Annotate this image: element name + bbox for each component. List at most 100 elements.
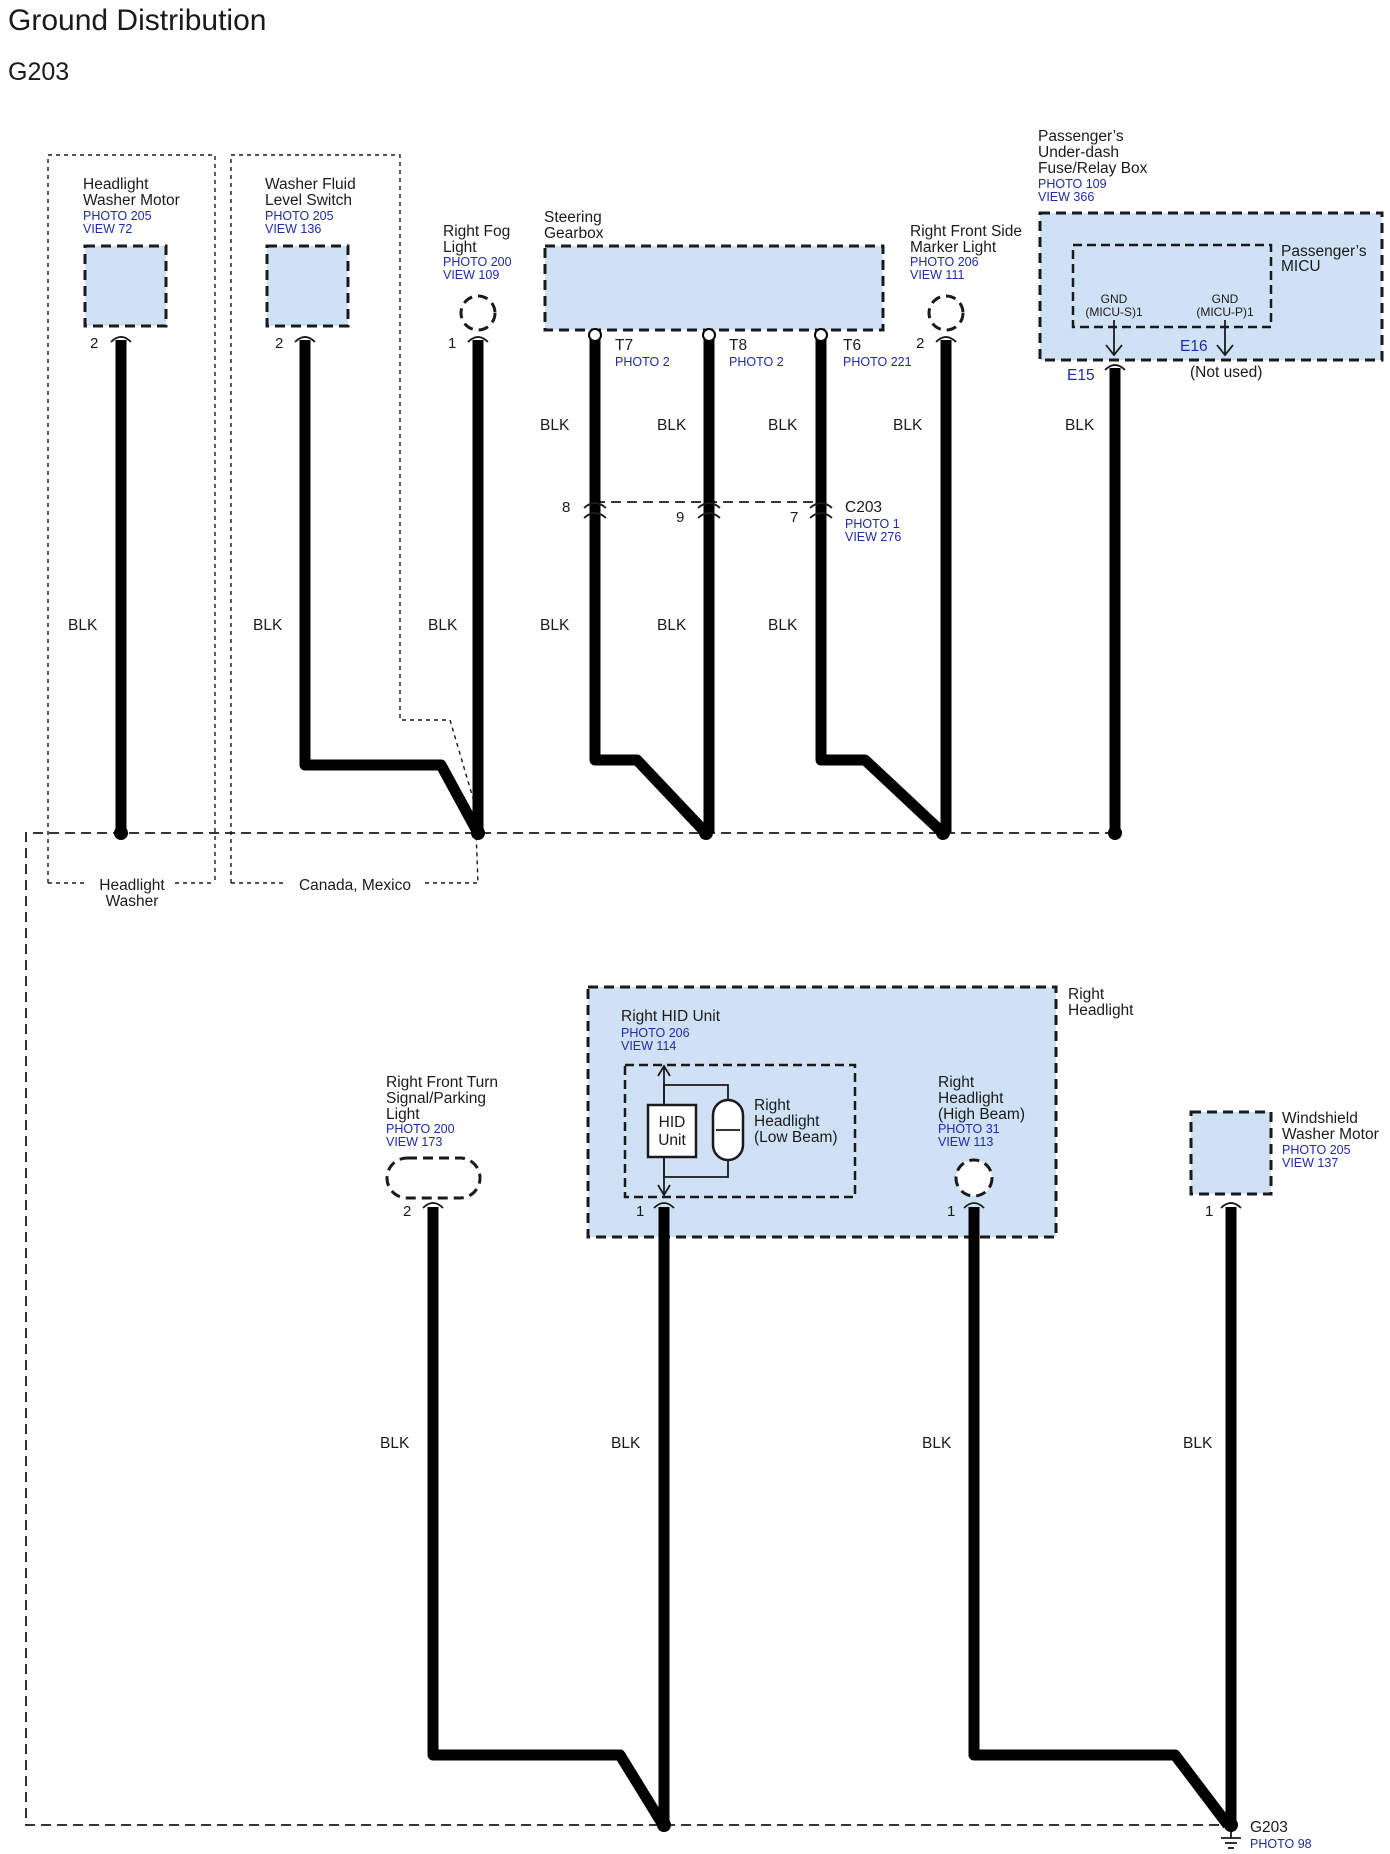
c203-connector: 8 9 7 C203 PHOTO 1 VIEW 276 xyxy=(562,499,901,544)
windshield-washer-motor: Windshield Washer Motor PHOTO 205 VIEW 1… xyxy=(1189,1110,1379,1220)
bottom-pin-caps xyxy=(422,1202,1242,1209)
turn-signal-name-3: Light xyxy=(386,1106,420,1123)
hid-box-label-1: HID xyxy=(659,1114,686,1131)
high-beam-ref-1: PHOTO 31 xyxy=(938,1122,1000,1136)
wire-label-t6-upper: BLK xyxy=(768,417,798,434)
c203-id: C203 xyxy=(845,499,882,516)
right-fog-light-pin: 1 xyxy=(448,335,456,352)
high-beam-ref-2: VIEW 113 xyxy=(938,1135,993,1149)
ground-ref: PHOTO 98 xyxy=(1250,1837,1312,1851)
side-marker-name-1: Right Front Side xyxy=(910,223,1022,240)
windshield-washer-ref-2: VIEW 137 xyxy=(1282,1156,1338,1170)
terminal-t7-ref: PHOTO 2 xyxy=(615,355,670,369)
wire-label-right-fog-light: BLK xyxy=(428,617,458,634)
low-beam-name-2: Headlight xyxy=(754,1113,820,1130)
bottom-wire-labels: BLK BLK BLK BLK xyxy=(380,1435,1213,1452)
headlight-washer-label-1: Headlight xyxy=(99,877,165,894)
headlight-washer-option-group: Headlight Washer xyxy=(47,154,216,910)
top-pin-caps xyxy=(110,328,1126,519)
wire-high-beam xyxy=(968,1207,1233,1829)
terminal-t6-ref: PHOTO 221 xyxy=(843,355,912,369)
turn-signal-ref-1: PHOTO 200 xyxy=(386,1122,455,1136)
wire-label-turn-signal: BLK xyxy=(380,1435,410,1452)
right-fog-light-body xyxy=(459,294,497,332)
wire-label-headlight-washer-motor: BLK xyxy=(68,617,98,634)
gnd-micu-p-2: (MICU-P)1 xyxy=(1196,305,1254,319)
wire-label-t7-upper: BLK xyxy=(540,417,570,434)
windshield-washer-ref-1: PHOTO 205 xyxy=(1282,1143,1351,1157)
terminal-t7: T7 xyxy=(615,337,633,354)
right-headlight-high-beam: Right Headlight (High Beam) PHOTO 31 VIE… xyxy=(938,1074,1025,1220)
c203-pin-7: 7 xyxy=(790,509,798,526)
washer-fluid-switch-name-1: Washer Fluid xyxy=(265,176,356,193)
hid-box xyxy=(646,1103,698,1159)
micu-name-2: MICU xyxy=(1281,258,1321,275)
wire-t6 xyxy=(815,335,947,838)
wire-label-side-marker: BLK xyxy=(893,417,923,434)
wire-label-hid-unit: BLK xyxy=(611,1435,641,1452)
side-marker-ref-2: VIEW 111 xyxy=(910,268,964,282)
headlight-washer-motor-pin: 2 xyxy=(90,335,98,352)
wire-washer-fluid-switch xyxy=(299,340,483,836)
c203-ref-1: PHOTO 1 xyxy=(845,517,900,531)
hid-unit-ref-1: PHOTO 206 xyxy=(621,1026,690,1040)
washer-fluid-switch-body xyxy=(265,244,350,328)
fuse-box-name-3: Fuse/Relay Box xyxy=(1038,160,1148,177)
bottom-wires xyxy=(427,1207,1237,1829)
turn-signal-pin: 2 xyxy=(403,1203,411,1220)
wire-label-high-beam: BLK xyxy=(922,1435,952,1452)
right-front-turn-signal-parking-light: Right Front Turn Signal/Parking Light PH… xyxy=(385,1074,498,1220)
steering-gearbox-name-2: Gearbox xyxy=(544,225,604,242)
steering-gearbox: Steering Gearbox T7 PHOTO 2 T8 PHOTO 2 T… xyxy=(543,209,912,369)
top-wires xyxy=(115,335,1121,838)
high-beam-body xyxy=(954,1158,994,1198)
right-front-side-marker-light: Right Front Side Marker Light PHOTO 206 … xyxy=(910,223,1022,352)
hid-unit-inner-box xyxy=(623,1063,857,1199)
hid-box-label-2: Unit xyxy=(658,1132,686,1149)
headlight-washer-motor-ref-2: VIEW 72 xyxy=(83,222,132,236)
micu-name-1: Passenger’s xyxy=(1281,243,1367,260)
wire-label-e15: BLK xyxy=(1065,417,1095,434)
high-beam-name-1: Right xyxy=(938,1074,975,1091)
side-marker-body xyxy=(927,294,965,332)
side-marker-pin: 2 xyxy=(916,335,924,352)
low-beam-name-1: Right xyxy=(754,1097,791,1114)
high-beam-name-3: (High Beam) xyxy=(938,1106,1025,1123)
top-wire-labels: BLK BLK BLK BLK BLK BLK BLK BLK BLK BLK … xyxy=(68,417,1095,634)
wire-t7 xyxy=(589,335,710,837)
right-fog-light: Right Fog Light PHOTO 200 VIEW 109 1 xyxy=(443,223,512,352)
fuse-box-ref-2: VIEW 366 xyxy=(1038,190,1094,204)
right-headlight-name-1: Right xyxy=(1068,986,1105,1003)
fuse-box-name-1: Passenger’s xyxy=(1038,128,1124,145)
hid-unit-ref-2: VIEW 114 xyxy=(621,1039,676,1053)
not-used-label: (Not used) xyxy=(1190,364,1262,381)
wire-label-t8-upper: BLK xyxy=(657,417,687,434)
wire-label-washer-fluid-switch: BLK xyxy=(253,617,283,634)
fuse-box-ref-1: PHOTO 109 xyxy=(1038,177,1107,191)
e15-label: E15 xyxy=(1067,367,1095,384)
e16-label: E16 xyxy=(1180,338,1208,355)
wire-label-windshield-washer: BLK xyxy=(1183,1435,1213,1452)
right-fog-light-name-2: Light xyxy=(443,239,477,256)
terminal-t6: T6 xyxy=(843,337,861,354)
headlight-washer-label-2: Washer xyxy=(106,893,159,910)
c203-pin-8: 8 xyxy=(562,499,570,516)
micu-box xyxy=(1071,243,1273,329)
low-beam-name-3: (Low Beam) xyxy=(754,1129,838,1146)
side-marker-ref-1: PHOTO 206 xyxy=(910,255,979,269)
headlight-washer-motor-name-2: Washer Motor xyxy=(83,192,180,209)
g203-ground-point: G203 PHOTO 98 xyxy=(657,1818,1312,1851)
fuse-box-body xyxy=(1038,211,1384,362)
turn-signal-name-1: Right Front Turn xyxy=(386,1074,498,1091)
right-fog-light-name-1: Right Fog xyxy=(443,223,510,240)
right-fog-light-ref-1: PHOTO 200 xyxy=(443,255,512,269)
terminal-t8: T8 xyxy=(729,337,747,354)
washer-fluid-switch-pin: 2 xyxy=(275,335,283,352)
headlight-washer-motor-ref-1: PHOTO 205 xyxy=(83,209,152,223)
fuse-box-name-2: Under-dash xyxy=(1038,144,1119,161)
turn-signal-name-2: Signal/Parking xyxy=(386,1090,486,1107)
page-subtitle: G203 xyxy=(8,58,69,86)
high-beam-name-2: Headlight xyxy=(938,1090,1004,1107)
washer-fluid-switch-name-2: Level Switch xyxy=(265,192,352,209)
